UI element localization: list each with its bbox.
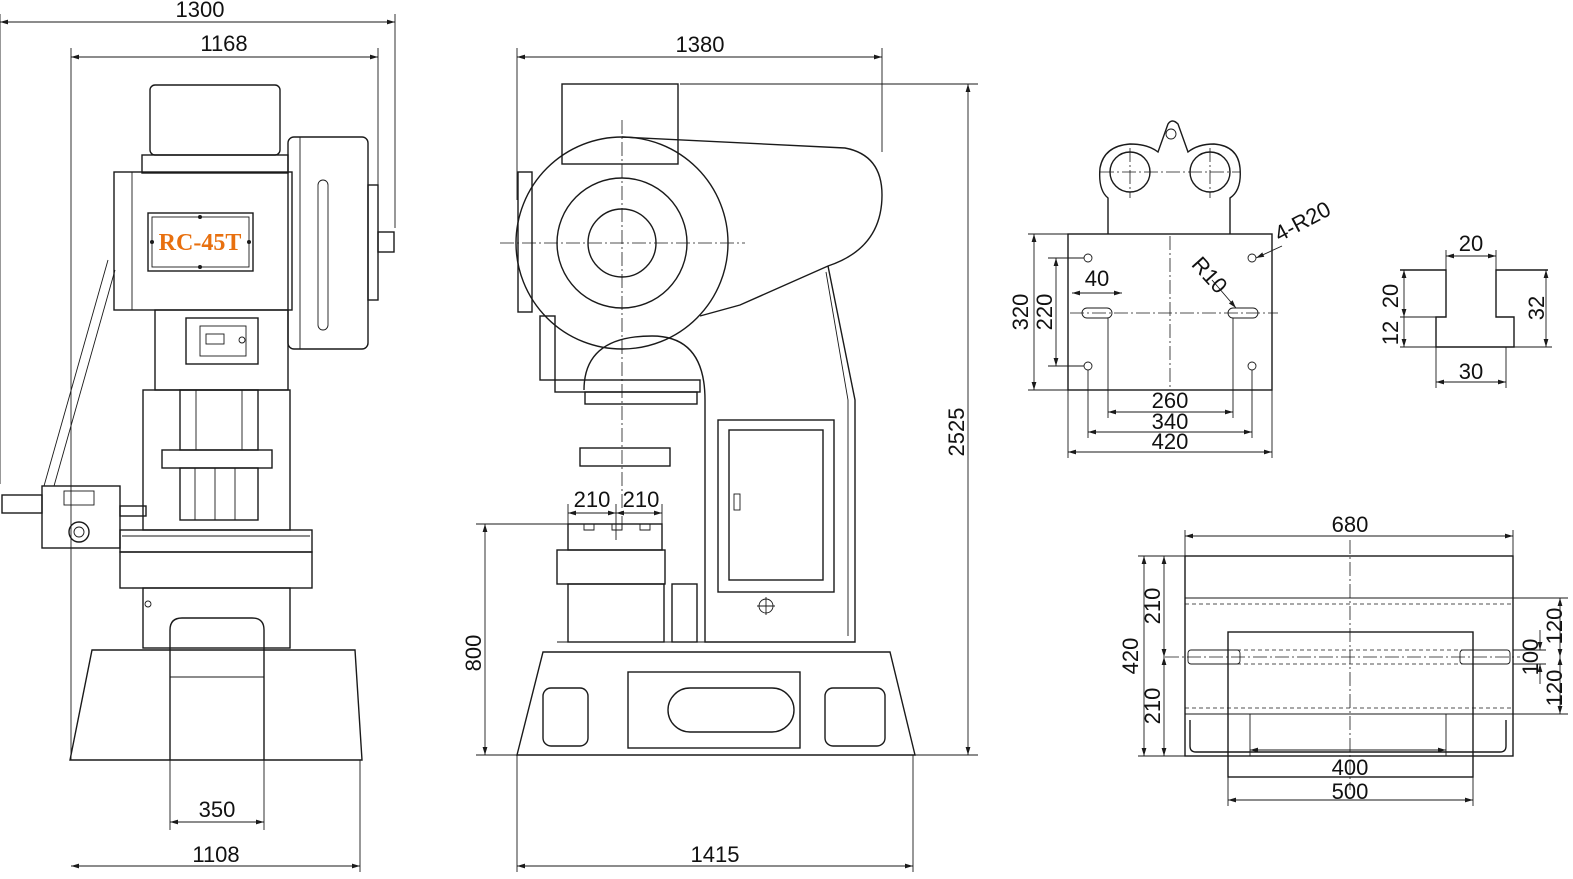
- motor-base: [141, 154, 289, 174]
- dim-bolster-half-lower: 210: [1140, 688, 1165, 725]
- dim-bolster-width-500: 500: [1332, 779, 1369, 804]
- control-box: [185, 317, 259, 365]
- dim-bolster-depth: 420: [1118, 638, 1143, 675]
- side-bolster: [567, 523, 663, 551]
- dim-slide-height-outer: 320: [1008, 294, 1033, 331]
- dim-front-frame-width: 1168: [200, 31, 247, 56]
- dim-side-top-depth: 1380: [676, 32, 725, 57]
- side-slide: [579, 447, 671, 467]
- dim-slide-width-260: 260: [1152, 388, 1189, 413]
- dim-bolster-slot-100: 100: [1518, 639, 1543, 676]
- front-view: RC-45T: [0, 0, 396, 872]
- cabinet-door: [728, 429, 824, 581]
- dim-front-base-width: 1108: [192, 842, 239, 867]
- dim-bolster-slot-120-upper: 120: [1542, 608, 1567, 645]
- dim-side-total-height: 2525: [944, 408, 969, 457]
- dim-tslot-depth-upper: 20: [1378, 284, 1403, 308]
- dim-bolster-length: 680: [1332, 512, 1369, 537]
- dim-tslot-total-depth: 32: [1524, 296, 1549, 320]
- dim-slide-width-340: 340: [1152, 409, 1189, 434]
- dim-tslot-depth-lower: 12: [1378, 321, 1403, 345]
- dim-front-foot-opening: 350: [199, 797, 236, 822]
- side-view: 1380 1415 2525 800 210 210: [461, 32, 978, 872]
- bolster-detail: 680 420 210 210 120 120 100 400 500: [1118, 512, 1568, 806]
- bolster-front: [119, 529, 313, 553]
- control-cabinet: [717, 419, 835, 593]
- dim-bolster-slot-120-lower: 120: [1542, 670, 1567, 707]
- tslot-profile: [1400, 269, 1548, 348]
- frame-upper: [154, 309, 289, 391]
- dim-bolster-half-upper: 210: [1140, 588, 1165, 625]
- dim-side-base-depth: 1415: [691, 842, 740, 867]
- dim-tslot-bottom-width: 30: [1459, 359, 1483, 384]
- bolster-plate: [1184, 555, 1514, 757]
- dim-slide-width-420: 420: [1152, 429, 1189, 454]
- base-opening: [169, 617, 265, 760]
- slide: [161, 449, 273, 469]
- nameplate: RC-45T: [147, 212, 254, 272]
- dim-bolster-width-400: 400: [1332, 755, 1369, 780]
- model-label: RC-45T: [159, 230, 242, 256]
- dim-side-bed-height: 800: [461, 635, 486, 672]
- bolster-opening: [1227, 631, 1474, 778]
- dim-side-slot-left: 210: [574, 487, 611, 512]
- motor: [149, 84, 281, 156]
- frame-column: [142, 389, 291, 531]
- side-base: [516, 651, 916, 756]
- dim-side-slot-right: 210: [623, 487, 660, 512]
- slide-shank: [1098, 120, 1241, 234]
- dim-slide-height-inner: 220: [1032, 294, 1057, 331]
- dim-slide-slot-radius: R10: [1187, 252, 1233, 299]
- slide-detail: 320 220 40 R10 4-R20 260 340 420: [1008, 120, 1335, 458]
- feeder-box: [41, 485, 121, 549]
- belt-guard: [621, 136, 883, 317]
- dim-slide-corner-radius: 4-R20: [1270, 196, 1335, 246]
- dim-tslot-top-width: 20: [1459, 231, 1483, 256]
- slide-plate: [1067, 233, 1273, 391]
- tslot-detail: 20 20 12 32 30: [1378, 231, 1552, 388]
- c-frame: [583, 265, 856, 643]
- base-front: [69, 649, 363, 761]
- dim-front-overall-width: 1300: [176, 0, 225, 22]
- shaft-end: [377, 231, 395, 253]
- side-motor: [561, 83, 679, 165]
- dim-slide-hole-spacing: 40: [1085, 266, 1109, 291]
- frame-lower: [142, 587, 291, 649]
